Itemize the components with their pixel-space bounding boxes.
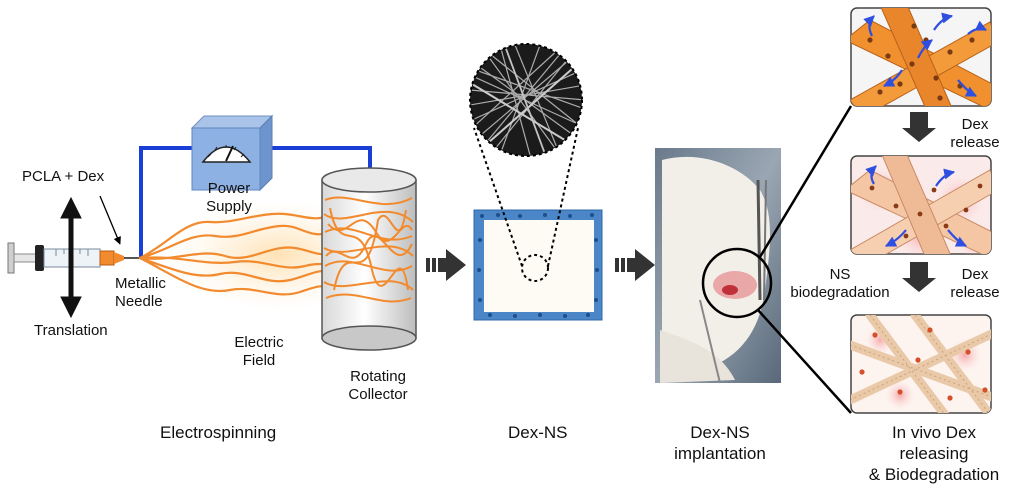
- label-rotating-collector-line2: Collector: [348, 386, 408, 403]
- label-electrospinning: Electrospinning: [160, 423, 277, 442]
- label-ns-biodegradation-line1: NS: [829, 266, 851, 283]
- label-electric-field-line2: Field: [242, 352, 276, 369]
- arrow-panel2-to-panel3: [902, 262, 936, 292]
- label-dex-ns-implantation-line1: Dex-NS: [690, 423, 750, 442]
- label-dex-ns: Dex-NS: [508, 423, 568, 442]
- label-dex-release-2-line2: release: [950, 284, 1000, 301]
- panel-dex-loaded-fibers: [850, 7, 992, 107]
- arrow-panel1-to-panel2: [902, 112, 936, 142]
- arrow-to-implant: [615, 249, 655, 281]
- process-arrows: [426, 112, 936, 292]
- sem-image: [469, 43, 583, 157]
- label-dex-ns-implantation: Dex-NS implantation: [660, 422, 780, 464]
- label-rotating-collector: Rotating Collector: [338, 368, 418, 404]
- label-electric-field: Electric Field: [224, 334, 294, 370]
- label-dex-release-2-line1: Dex: [961, 266, 989, 283]
- arrow-to-sheet: [426, 249, 466, 281]
- label-electric-field-line1: Electric: [234, 334, 284, 351]
- label-rotating-collector-line1: Rotating: [350, 368, 406, 385]
- label-dex-ns-implantation-line2: implantation: [674, 444, 766, 463]
- label-in-vivo-line1: In vivo Dex: [891, 423, 977, 442]
- label-dex-release-1-line1: Dex: [961, 116, 989, 133]
- panel-biodegradation: [850, 314, 992, 414]
- label-metallic-needle: Metallic Needle: [115, 275, 166, 311]
- label-dex-release-2: Dex release: [940, 266, 1010, 302]
- label-metallic-needle-line2: Needle: [115, 293, 163, 310]
- implantation-photo: [655, 105, 853, 414]
- translation-arrow: [60, 196, 82, 319]
- dex-ns-sheet: [473, 127, 603, 321]
- label-dex-release-1-line2: release: [950, 134, 1000, 151]
- label-power-supply-line1: Power: [207, 180, 251, 197]
- pcla-pointer: [99, 195, 121, 245]
- fiber-jets: [138, 212, 336, 296]
- power-supply: [190, 114, 274, 192]
- label-in-vivo-line3: & Biodegradation: [868, 465, 1000, 484]
- power-wires: [139, 146, 372, 258]
- label-in-vivo: In vivo Dex releasing & Biodegradation: [848, 422, 1020, 485]
- label-translation: Translation: [34, 322, 108, 339]
- label-power-supply: Power Supply: [196, 180, 262, 216]
- label-pcla-dex: PCLA + Dex: [22, 168, 105, 185]
- label-ns-biodegradation-line2: biodegradation: [790, 284, 890, 301]
- label-dex-release-1: Dex release: [940, 116, 1010, 152]
- label-in-vivo-line2: releasing: [899, 444, 969, 463]
- label-ns-biodegradation: NS biodegradation: [786, 266, 894, 302]
- label-power-supply-line2: Supply: [206, 198, 252, 215]
- panel-dex-releasing: [850, 155, 992, 255]
- syringe: [7, 242, 141, 274]
- arrow-to-sheet-stripes: [430, 258, 438, 272]
- rotating-collector: [321, 167, 417, 351]
- label-metallic-needle-line1: Metallic: [115, 275, 166, 292]
